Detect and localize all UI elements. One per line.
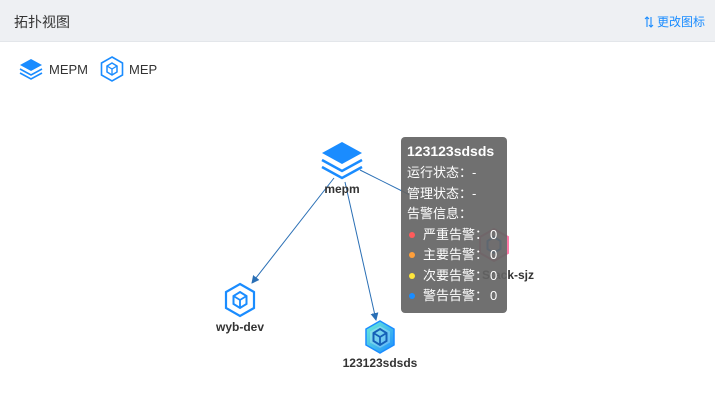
edge-mepm-sd [344, 181, 379, 321]
alarm-value: 0 [490, 226, 498, 242]
legend-item-mepm[interactable]: MEPM [18, 57, 88, 81]
edge-mepm-wyb [251, 177, 335, 284]
tooltip-alarm-info: 告警信息： [407, 206, 473, 221]
alarm-dot-warning [409, 293, 415, 300]
layers-stack-icon [19, 59, 43, 80]
alarm-value: 0 [490, 247, 498, 262]
tooltip-manage-status: 管理状态：- [407, 185, 477, 201]
tooltip-title: 123123sdsds [407, 143, 495, 159]
page-title: 拓扑视图 [14, 14, 70, 30]
hexagon-cube-icon [365, 320, 395, 354]
node-mepm[interactable]: mepm [321, 142, 363, 196]
node-label-mepm: mepm [324, 182, 359, 196]
legend: MEPM MEP [18, 56, 169, 82]
alarm-dot-major [409, 252, 415, 259]
node-123123sdsds[interactable]: 123123sdsds [343, 320, 418, 370]
alarm-label: 次要告警： [423, 267, 489, 283]
legend-item-mep[interactable]: MEP [100, 56, 157, 82]
tooltip-alarm-major: 主要告警： 0 [407, 245, 501, 266]
node-label-123123sdsds: 123123sdsds [343, 356, 418, 370]
hexagon-cube-icon [224, 282, 256, 318]
legend-label-mep: MEP [129, 61, 158, 77]
node-tooltip: 123123sdsds 运行状态：- 管理状态：- 告警信息： 严重告警： 0 … [401, 137, 507, 313]
alarm-dot-minor [409, 272, 415, 279]
tooltip-alarm-warning: 警告告警： 0 [407, 286, 501, 307]
alarm-label: 主要告警： [423, 247, 489, 262]
panel-header: 拓扑视图 更改图标 [0, 0, 715, 42]
layers-stack-icon [321, 142, 363, 180]
node-wyb-dev[interactable]: wyb-dev [215, 282, 264, 334]
swap-icon [644, 15, 654, 28]
node-label-wyb-dev: wyb-dev [215, 320, 264, 334]
change-icon-label: 更改图标 [656, 15, 705, 29]
tooltip-alarm-minor: 次要告警： 0 [407, 266, 501, 287]
alarm-label: 警告告警： [423, 288, 489, 303]
alarm-value: 0 [490, 267, 498, 283]
legend-label-mepm: MEPM [49, 61, 88, 77]
change-icon-button[interactable]: 更改图标 [644, 13, 705, 30]
alarm-value: 0 [490, 288, 498, 303]
topology-graph: mepm wyb-dev 123123sdsds Stack-sjz [215, 142, 534, 370]
tooltip-alarm-critical: 严重告警： 0 [407, 225, 501, 246]
alarm-label: 严重告警： [423, 226, 489, 242]
tooltip-run-status: 运行状态：- [407, 165, 477, 180]
alarm-dot-critical [409, 231, 415, 238]
hexagon-cube-icon [100, 56, 124, 82]
